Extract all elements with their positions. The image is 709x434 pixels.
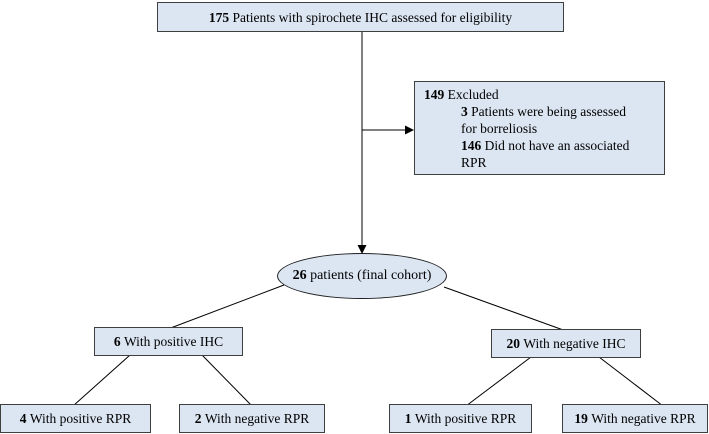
outcome-text: With positive RPR xyxy=(414,411,517,426)
excluded-reason-count: 146 xyxy=(461,138,482,153)
eligibility-box: 175 Patients with spirochete IHC assesse… xyxy=(157,2,564,32)
excluded-reason-text: Patients were being assessed xyxy=(471,104,626,119)
excluded-reason-borreliosis: 3 Patients were being assessed xyxy=(424,103,664,120)
negative-ihc-text: With negative IHC xyxy=(523,336,626,351)
outcome-count: 19 xyxy=(574,411,588,426)
line-cohort-to-positive-ihc xyxy=(167,284,285,330)
negative-ihc-negative-rpr-box: 19 With negative RPR xyxy=(562,404,708,433)
positive-ihc-box: 6 With positive IHC xyxy=(94,327,243,356)
outcome-text: With negative RPR xyxy=(591,411,696,426)
positive-ihc-count: 6 xyxy=(113,334,121,349)
positive-ihc-positive-rpr-box: 4 With positive RPR xyxy=(0,404,151,433)
outcome-count: 1 xyxy=(404,411,412,426)
excluded-box: 149 Excluded 3 Patients were being asses… xyxy=(414,81,665,175)
negative-ihc-positive-rpr-box: 1 With positive RPR xyxy=(389,404,532,433)
excluded-reason-no-rpr-cont: RPR xyxy=(461,155,487,170)
outcome-count: 2 xyxy=(194,411,202,426)
cohort-count: 26 xyxy=(292,268,307,283)
excluded-reason-borreliosis-cont: for borreliosis xyxy=(461,121,538,136)
line-negative-ihc-to-positive-rpr xyxy=(465,356,532,407)
outcome-count: 4 xyxy=(19,411,27,426)
excluded-label: Excluded xyxy=(447,87,499,102)
final-cohort-ellipse: 26 patients (final cohort) xyxy=(277,253,447,299)
excluded-reason-no-rpr: 146 Did not have an associated xyxy=(424,137,664,154)
eligibility-text: Patients with spirochete IHC assessed fo… xyxy=(232,9,513,25)
excluded-reason-text: Did not have an associated xyxy=(484,138,630,153)
outcome-text: With positive RPR xyxy=(29,411,132,426)
positive-ihc-negative-rpr-box: 2 With negative RPR xyxy=(179,404,325,433)
excluded-reason-count: 3 xyxy=(461,104,468,119)
excluded-count: 149 xyxy=(424,87,445,102)
line-cohort-to-negative-ihc xyxy=(443,286,567,332)
negative-ihc-box: 20 With negative IHC xyxy=(491,329,641,358)
line-negative-ihc-to-negative-rpr xyxy=(598,356,664,407)
positive-ihc-text: With positive IHC xyxy=(123,334,224,349)
outcome-text: With negative RPR xyxy=(204,411,310,426)
line-positive-ihc-to-positive-rpr xyxy=(72,354,131,407)
cohort-text: patients (final cohort) xyxy=(310,268,432,283)
negative-ihc-count: 20 xyxy=(506,336,520,351)
excluded-header: 149 Excluded xyxy=(424,86,664,103)
line-positive-ihc-to-negative-rpr xyxy=(201,354,253,407)
eligibility-count: 175 xyxy=(208,9,230,25)
